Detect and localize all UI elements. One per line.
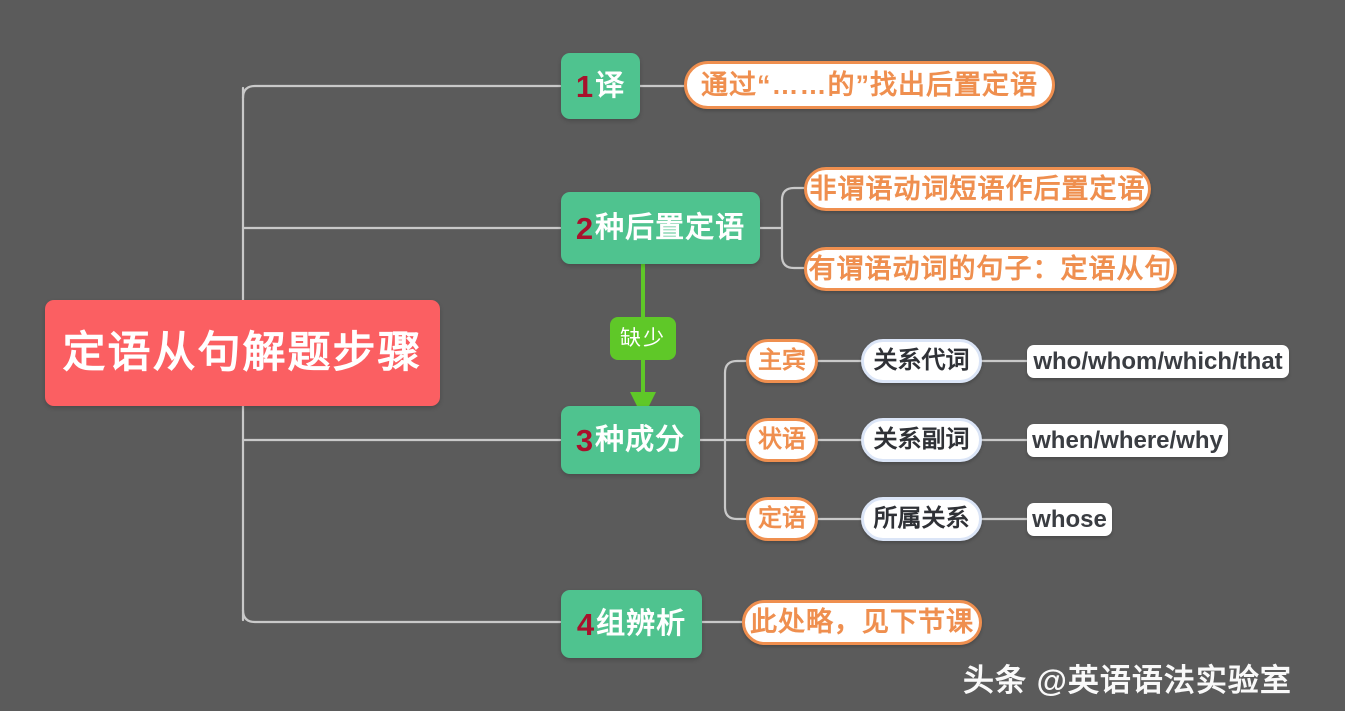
branch-1-child-1-label: 通过“……的”找出后置定语 — [701, 69, 1038, 100]
branch-number-4: 4 — [576, 606, 596, 642]
flow-arrow-label: 缺少 — [610, 317, 676, 360]
branch-3-relative-1[interactable]: 关系代词 — [861, 339, 982, 383]
branch-3-relative-3[interactable]: 所属关系 — [861, 497, 982, 541]
branch-3-role-1[interactable]: 主宾 — [746, 339, 818, 383]
branch-3-words-3[interactable]: whose — [1027, 503, 1112, 536]
branch-3-role-1-label: 主宾 — [758, 347, 806, 374]
root-label: 定语从句解题步骤 — [62, 328, 423, 377]
branch-label-1: 译 — [595, 69, 626, 102]
branch-3-relative-2-label: 关系副词 — [873, 426, 970, 453]
root-node[interactable]: 定语从句解题步骤 — [45, 300, 440, 406]
watermark-text: 头条 @英语语法实验室 — [963, 663, 1292, 698]
branch-2-child-1[interactable]: 非谓语动词短语作后置定语 — [804, 167, 1151, 211]
branch-4-child-1[interactable]: 此处略，见下节课 — [742, 600, 982, 645]
branch-3-words-1[interactable]: who/whom/which/that — [1027, 345, 1289, 378]
branch-3-words-3-label: whose — [1032, 505, 1107, 533]
branch-label-2: 种后置定语 — [595, 211, 746, 244]
branch-3-words-1-label: who/whom/which/that — [1033, 347, 1283, 375]
branch-3-words-2-label: when/where/why — [1032, 426, 1223, 454]
branch-label-3: 种成分 — [595, 423, 686, 456]
flow-arrow-text: 缺少 — [620, 327, 666, 350]
branch-3-words-2[interactable]: when/where/why — [1027, 424, 1228, 457]
branch-2-child-2-label: 有谓语动词的句子：定语从句 — [808, 253, 1173, 284]
branch-3-role-2-label: 状语 — [758, 426, 806, 453]
branch-3-relative-3-label: 所属关系 — [873, 505, 970, 532]
branch-number-2: 2 — [575, 210, 595, 246]
watermark: 头条 @英语语法实验室 — [963, 655, 1292, 700]
branch-label-4: 组辨析 — [596, 607, 687, 640]
branch-number-3: 3 — [575, 422, 595, 458]
branch-3-relative-1-label: 关系代词 — [873, 347, 970, 374]
branch-2-child-2[interactable]: 有谓语动词的句子：定语从句 — [804, 247, 1177, 291]
branch-3-role-3-label: 定语 — [758, 505, 806, 532]
branch-3-role-2[interactable]: 状语 — [746, 418, 818, 462]
branch-2-child-1-label: 非谓语动词短语作后置定语 — [809, 173, 1146, 204]
branch-4-child-1-label: 此处略，见下节课 — [750, 607, 974, 637]
branch-3-relative-2[interactable]: 关系副词 — [861, 418, 982, 462]
branch-3-role-3[interactable]: 定语 — [746, 497, 818, 541]
branch-number-1: 1 — [575, 68, 595, 104]
branch-1-child-1[interactable]: 通过“……的”找出后置定语 — [684, 61, 1055, 109]
